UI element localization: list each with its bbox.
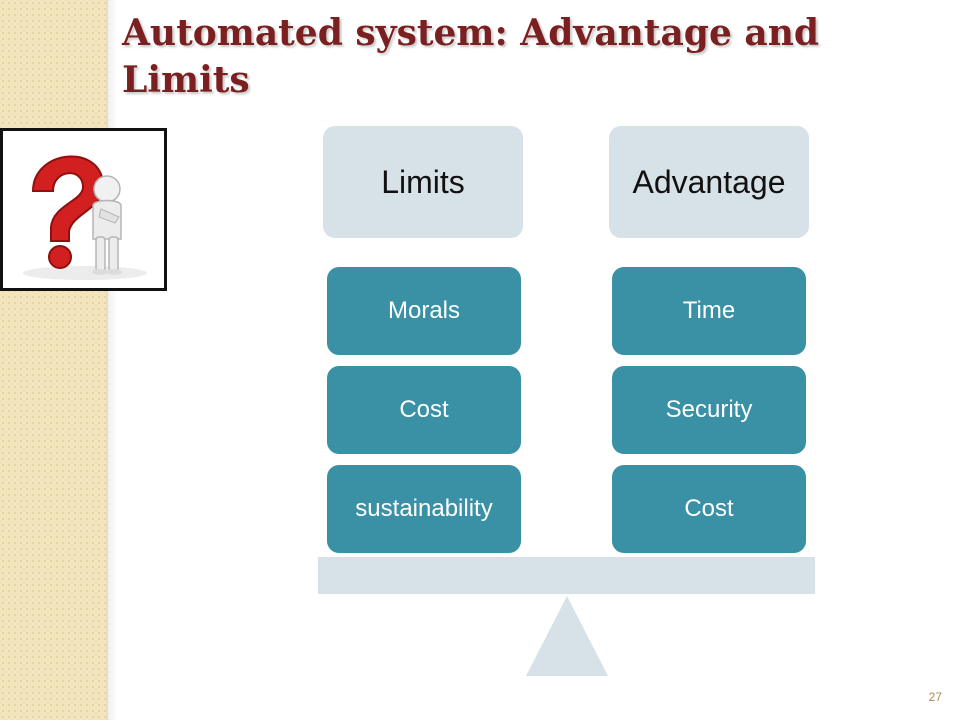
limits-item-cost: Cost bbox=[327, 366, 521, 454]
limits-header: Limits bbox=[323, 126, 523, 238]
side-band-divider bbox=[106, 0, 108, 720]
question-mark-image bbox=[0, 128, 167, 291]
side-band-shadow bbox=[108, 0, 118, 720]
slide-title-line-1: Automated system: Advantage and bbox=[122, 12, 820, 54]
advantage-item-security: Security bbox=[612, 366, 806, 454]
slide-number: 27 bbox=[928, 690, 942, 704]
advantage-item-time: Time bbox=[612, 267, 806, 355]
balance-fulcrum bbox=[526, 596, 608, 676]
balance-beam bbox=[318, 557, 815, 594]
advantage-item-cost: Cost bbox=[612, 465, 806, 553]
question-mark-person-icon bbox=[23, 155, 147, 280]
slide-title: Automated system: Advantage and Limits bbox=[122, 10, 922, 104]
decorative-side-band bbox=[0, 0, 106, 720]
limits-item-morals: Morals bbox=[327, 267, 521, 355]
limits-item-sustainability: sustainability bbox=[327, 465, 521, 553]
advantage-header: Advantage bbox=[609, 126, 809, 238]
slide-title-line-2: Limits bbox=[122, 59, 250, 101]
